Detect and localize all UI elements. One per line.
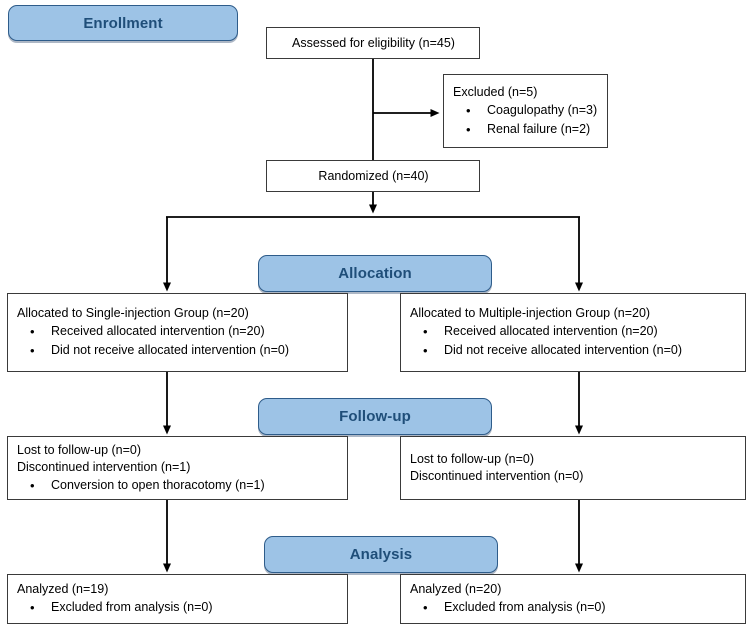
list-item: Did not receive allocated intervention (… <box>30 341 339 360</box>
node-heading: Excluded (n=5) <box>453 84 538 99</box>
list-item: Coagulopathy (n=3) <box>466 101 599 120</box>
node-analysis-single-injection: Analyzed (n=19) Excluded from analysis (… <box>7 574 348 624</box>
node-followup-single-injection: Lost to follow-up (n=0) Discontinued int… <box>7 436 348 500</box>
node-heading-secondary: Discontinued intervention (n=1) <box>17 459 191 474</box>
node-heading: Analyzed (n=20) <box>410 582 502 596</box>
list-item: Received allocated intervention (n=20) <box>423 322 737 341</box>
node-analysis-multiple-injection: Analyzed (n=20) Excluded from analysis (… <box>400 574 746 624</box>
node-heading: Allocated to Single-injection Group (n=2… <box>17 306 249 320</box>
list-item: Received allocated intervention (n=20) <box>30 322 339 341</box>
node-bullet-list: Received allocated intervention (n=20) D… <box>410 322 737 360</box>
list-item: Conversion to open thoracotomy (n=1) <box>30 476 339 495</box>
list-item: Did not receive allocated intervention (… <box>423 341 737 360</box>
stage-pill-analysis: Analysis <box>264 536 498 573</box>
stage-label-followup: Follow-up <box>339 408 411 425</box>
node-followup-multiple-injection: Lost to follow-up (n=0) Discontinued int… <box>400 436 746 500</box>
stage-label-enrollment: Enrollment <box>83 14 163 32</box>
node-bullet-list: Excluded from analysis (n=0) <box>410 598 737 617</box>
stage-pill-enrollment: Enrollment <box>8 5 238 41</box>
stage-pill-followup: Follow-up <box>258 398 492 435</box>
node-allocation-single-injection: Allocated to Single-injection Group (n=2… <box>7 293 348 372</box>
node-heading: Allocated to Multiple-injection Group (n… <box>410 306 651 320</box>
node-heading: Analyzed (n=19) <box>17 582 109 596</box>
node-heading: Assessed for eligibility (n=45) <box>292 35 455 50</box>
node-heading: Lost to follow-up (n=0) <box>17 442 142 457</box>
node-heading: Lost to follow-up (n=0) <box>410 452 535 466</box>
stage-label-analysis: Analysis <box>349 546 413 563</box>
node-heading: Randomized (n=40) <box>318 168 429 183</box>
node-bullet-list: Received allocated intervention (n=20) D… <box>17 322 339 360</box>
node-bullet-list: Conversion to open thoracotomy (n=1) <box>17 476 339 495</box>
node-allocation-multiple-injection: Allocated to Multiple-injection Group (n… <box>400 293 746 372</box>
list-item: Excluded from analysis (n=0) <box>423 598 737 617</box>
node-heading-secondary: Discontinued intervention (n=0) <box>410 469 584 483</box>
node-randomized: Randomized (n=40) <box>266 160 480 192</box>
stage-label-allocation: Allocation <box>338 265 412 282</box>
node-bullet-list: Coagulopathy (n=3) Renal failure (n=2) <box>453 101 599 139</box>
node-bullet-list: Excluded from analysis (n=0) <box>17 598 339 617</box>
node-assessed-for-eligibility: Assessed for eligibility (n=45) <box>266 27 480 59</box>
list-item: Excluded from analysis (n=0) <box>30 598 339 617</box>
list-item: Renal failure (n=2) <box>466 120 599 139</box>
node-excluded: Excluded (n=5) Coagulopathy (n=3) Renal … <box>443 74 608 148</box>
stage-pill-allocation: Allocation <box>258 255 492 292</box>
